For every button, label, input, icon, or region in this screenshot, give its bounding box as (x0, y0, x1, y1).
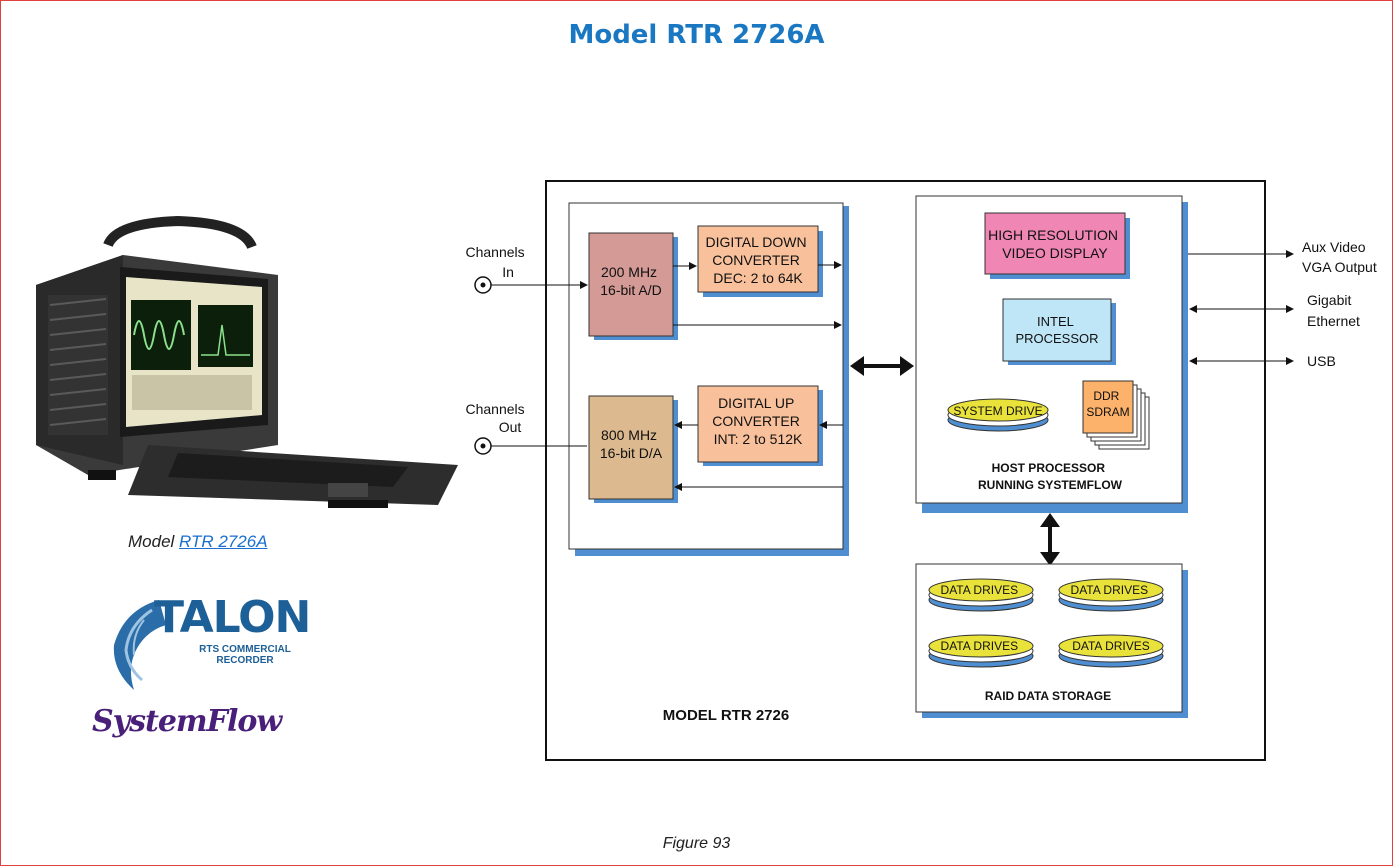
channels-in-line2: In (502, 264, 514, 280)
system-drive-label: SYSTEM DRIVE (953, 404, 1042, 418)
host-label-line2: RUNNING SYSTEMFLOW (978, 478, 1123, 492)
svg-text:200 MHz 16-bit A/D: 200 MHz 16-bit A/D (600, 264, 661, 298)
svg-text:DATA DRIVES DATA DRIVES: DATA DRIVES DATA DRIVES DATA DRIVES DATA… (941, 583, 1152, 653)
model-label: MODEL RTR 2726 (663, 707, 789, 724)
product-link[interactable]: RTR 2726A (179, 532, 268, 551)
ddr-memory-stack (1082, 380, 1150, 450)
adc-block (588, 232, 674, 337)
product-photo (36, 215, 458, 508)
channels-out-line1: Channels (465, 401, 524, 417)
channels-in-line1: Channels (465, 244, 524, 260)
data-drive-disk (1058, 634, 1164, 668)
talon-subtitle: RTS COMMERCIAL RECORDER (190, 644, 300, 666)
svg-text:HIGH RESOLUTION VIDEO DISP: HIGH RESOLUTION VIDEO DISPLAY (988, 227, 1122, 261)
host-label-line1: HOST PROCESSOR (992, 461, 1106, 475)
svg-text:INTEL PROCESSOR: INTEL PROCESSOR (1015, 314, 1098, 346)
data-drive-disk (1058, 578, 1164, 612)
svg-text:DIGITAL UP CONVERTER I: DIGITAL UP CONVERTER INT: 2 to 512K (712, 395, 804, 447)
svg-text:Channels In Channels: Channels In Channels Out (465, 244, 528, 435)
talon-sub-line1: RTS COMMERCIAL (199, 644, 291, 655)
intel-processor-block (1002, 298, 1112, 362)
svg-text:HOST PROCESSOR RUNNING SYS: HOST PROCESSOR RUNNING SYSTEMFLOW (978, 461, 1123, 492)
ddc-line2: CONVERTER (712, 252, 800, 268)
talon-name: TALON (154, 592, 311, 643)
data-drive-label-4: DATA DRIVES (1072, 639, 1150, 653)
data-drive-label-1: DATA DRIVES (941, 583, 1019, 597)
eagle-icon (113, 600, 166, 690)
systemflow-logo: SystemFlow (92, 704, 282, 739)
ddr-line2: SDRAM (1086, 405, 1129, 419)
talon-sub-line2: RECORDER (216, 655, 274, 666)
duc-line3: INT: 2 to 512K (714, 431, 803, 447)
aux-video-line1: Aux Video (1302, 239, 1366, 255)
svg-text:Aux Video VGA Output G: Aux Video VGA Output Gigabit Ethernet US… (1302, 239, 1381, 369)
aux-video-line2: VGA Output (1302, 259, 1377, 275)
intel-line2: PROCESSOR (1015, 331, 1098, 346)
video-line2: VIDEO DISPLAY (1002, 245, 1108, 261)
gigabit-line1: Gigabit (1307, 292, 1351, 308)
ddc-block (697, 225, 819, 293)
ddc-line1: DIGITAL DOWN (705, 234, 806, 250)
duc-line1: DIGITAL UP (718, 395, 794, 411)
data-drive-label-2: DATA DRIVES (1071, 583, 1149, 597)
svg-text:DDR SDRAM: DDR SDRAM (1086, 389, 1129, 419)
dac-line1: 800 MHz (601, 427, 657, 443)
page-title: Model RTR 2726A (568, 20, 825, 50)
intel-line1: INTEL (1037, 314, 1074, 329)
raid-label: RAID DATA STORAGE (985, 689, 1111, 703)
data-drive-label-3: DATA DRIVES (941, 639, 1019, 653)
ddr-line1: DDR (1093, 389, 1119, 403)
system-drive-disk (947, 398, 1049, 432)
data-drive-disk (928, 578, 1034, 612)
usb-label: USB (1307, 353, 1336, 369)
dac-block (588, 395, 674, 500)
video-line1: HIGH RESOLUTION (988, 227, 1118, 243)
channels-out-line2: Out (499, 419, 522, 435)
duc-line2: CONVERTER (712, 413, 800, 429)
photo-caption: Model RTR 2726A (128, 532, 268, 552)
data-drive-disk (928, 634, 1034, 668)
adc-line2: 16-bit A/D (600, 282, 661, 298)
dac-line2: 16-bit D/A (600, 445, 663, 461)
svg-text:DIGITAL DOWN CONVERTER: DIGITAL DOWN CONVERTER DEC: 2 to 64K (705, 234, 810, 286)
gigabit-line2: Ethernet (1307, 313, 1360, 329)
svg-text:800 MHz 16-bit D/A: 800 MHz 16-bit D/A (600, 427, 663, 461)
video-display-block (984, 212, 1126, 275)
duc-block (697, 385, 819, 463)
photo-caption-prefix: Model (128, 532, 180, 551)
ddc-line3: DEC: 2 to 64K (713, 270, 803, 286)
adc-line1: 200 MHz (601, 264, 657, 280)
figure-caption: Figure 93 (662, 835, 731, 852)
